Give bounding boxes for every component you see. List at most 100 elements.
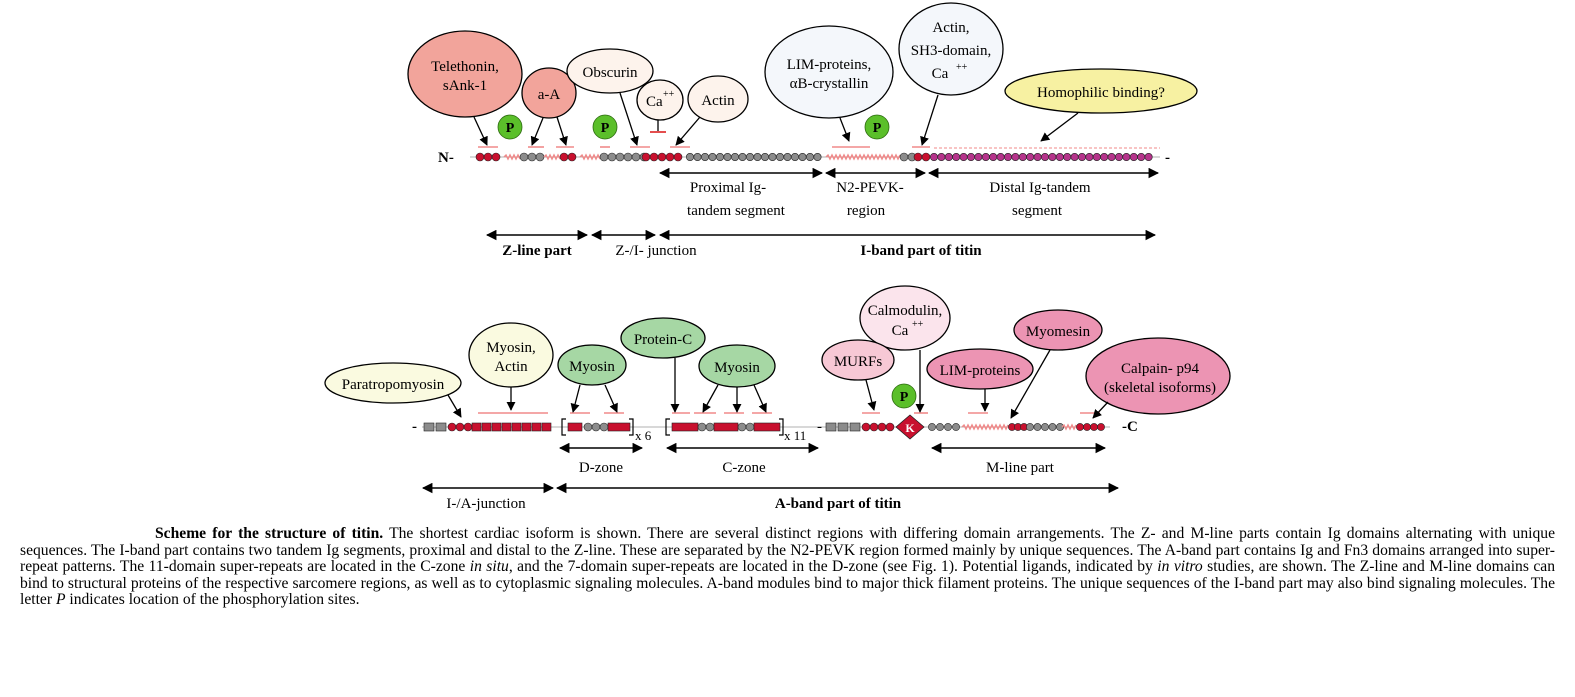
domain-bead xyxy=(1115,153,1124,162)
domain-bead xyxy=(591,422,601,432)
domain-bead xyxy=(1076,423,1084,431)
domain-bead xyxy=(805,153,814,162)
domain-bead xyxy=(1048,153,1057,162)
titin-structure-diagram: N- - Telethonin, sAnk-1 a-A Obscurin Ca … xyxy=(324,2,1231,512)
svg-text:Telethonin,: Telethonin, xyxy=(431,59,499,75)
domain-box xyxy=(541,422,552,432)
domain-bead xyxy=(869,422,879,432)
unique-sequence xyxy=(579,153,601,161)
svg-text:Obscurin: Obscurin xyxy=(583,65,638,81)
svg-text:a-A: a-A xyxy=(538,87,561,103)
label-proximal-ig: Proximal Ig- xyxy=(690,180,766,196)
ligand-myosin-czone: Myosin xyxy=(698,344,776,388)
ligand-myosin-actin: Myosin, Actin xyxy=(468,322,554,388)
phospho-site-2: P xyxy=(592,114,618,140)
domain-box xyxy=(481,422,492,432)
domain-bead xyxy=(607,152,617,162)
ligand-lim-proteins: LIM-proteins xyxy=(926,348,1034,390)
phospho-site-1: P xyxy=(497,114,523,140)
domain-bead xyxy=(535,152,545,162)
domain-bead xyxy=(723,153,732,162)
domain-bead xyxy=(1026,423,1034,431)
domain-bead xyxy=(877,422,887,432)
domain-bead xyxy=(899,152,909,162)
bottom-titin-chain: K xyxy=(422,412,1110,440)
caption-text-4: indicates location of the phosphorylatio… xyxy=(65,591,360,609)
domain-bead xyxy=(657,152,667,162)
ligand-actin: Actin xyxy=(687,75,749,123)
domain-bead xyxy=(631,152,641,162)
svg-text:LIM-proteins,: LIM-proteins, xyxy=(787,57,872,73)
domain-bead xyxy=(944,153,953,162)
c-zone-repeat-count: x 11 xyxy=(784,428,806,443)
svg-text:P: P xyxy=(900,390,909,405)
domain-bead xyxy=(1003,153,1012,162)
unique-sequence xyxy=(825,153,901,161)
svg-text:Homophilic binding?: Homophilic binding? xyxy=(1037,85,1165,101)
domain-bead xyxy=(1041,153,1050,162)
svg-text:αB-crystallin: αB-crystallin xyxy=(790,76,869,92)
domain-bead xyxy=(519,152,529,162)
domain-bead xyxy=(1129,153,1138,162)
caption-p-letter: P xyxy=(55,591,66,609)
unique-sequence xyxy=(543,153,561,161)
domain-box xyxy=(531,422,542,432)
domain-bead xyxy=(641,152,651,162)
domain-bead xyxy=(599,152,609,162)
domain-bead xyxy=(715,153,724,162)
bracket xyxy=(561,418,566,436)
label-distal-ig-2: segment xyxy=(1012,203,1063,219)
top-titin-chain xyxy=(470,146,1160,162)
ligand-calmodulin: Calmodulin, Ca ++ xyxy=(859,285,951,351)
domain-bead xyxy=(665,152,675,162)
svg-text:LIM-proteins: LIM-proteins xyxy=(940,363,1021,379)
domain-bead xyxy=(952,423,960,431)
svg-text:K: K xyxy=(905,421,915,435)
ligand-a-actinin: a-A xyxy=(521,67,577,119)
svg-text:Protein-C: Protein-C xyxy=(634,332,692,348)
domain-bead xyxy=(730,153,739,162)
label-proximal-ig-2: tandem segment xyxy=(687,203,786,219)
caption-text-3: studies, are shown. The Z-line and M-lin… xyxy=(20,558,1555,609)
domain-bead xyxy=(527,152,537,162)
ligand-lim-crystallin: LIM-proteins, αB-crystallin xyxy=(764,25,894,119)
domain-bead xyxy=(798,153,807,162)
domain-box xyxy=(435,422,447,432)
domain-bead xyxy=(697,422,707,432)
domain-bead xyxy=(1033,423,1042,431)
svg-text:++: ++ xyxy=(663,89,675,100)
ligand-myomesin: Myomesin xyxy=(1013,309,1103,351)
domain-bead xyxy=(1100,153,1109,162)
label-n2pevk-2: region xyxy=(847,203,886,219)
domain-bead xyxy=(775,153,784,162)
phospho-site-3: P xyxy=(864,114,890,140)
domain-bead xyxy=(1048,423,1057,431)
domain-bead xyxy=(1137,153,1146,162)
label-ia-junction: I-/A-junction xyxy=(446,496,526,512)
domain-box xyxy=(607,422,631,432)
domain-bead xyxy=(885,422,895,432)
domain-box xyxy=(567,422,583,432)
domain-bead xyxy=(1078,153,1087,162)
top-chain-end-label: - xyxy=(1165,150,1170,166)
unique-sequence xyxy=(503,153,521,161)
label-aband-part: A-band part of titin xyxy=(775,496,902,512)
svg-text:Myosin: Myosin xyxy=(569,359,615,375)
domain-bead xyxy=(455,422,465,432)
svg-text:Myomesin: Myomesin xyxy=(1026,324,1091,340)
domain-bead xyxy=(583,422,593,432)
domain-box xyxy=(471,422,482,432)
label-mline-part: M-line part xyxy=(986,460,1055,476)
svg-text:Myosin: Myosin xyxy=(714,360,760,376)
domain-bead xyxy=(959,153,968,162)
caption-title: Scheme for the structure of titin. xyxy=(155,525,384,542)
domain-bead xyxy=(700,153,709,162)
ligand-telethonin: Telethonin, sAnk-1 xyxy=(407,30,523,118)
caption-text-2: , and the 7-domain super-repeats are loc… xyxy=(508,558,1158,576)
domain-bead xyxy=(615,152,625,162)
ligand-actin-sh3: Actin, SH3-domain, Ca ++ xyxy=(898,2,1004,96)
domain-box xyxy=(753,422,781,432)
domain-bead xyxy=(937,153,946,162)
domain-bead xyxy=(974,153,983,162)
svg-text:++: ++ xyxy=(956,62,968,73)
